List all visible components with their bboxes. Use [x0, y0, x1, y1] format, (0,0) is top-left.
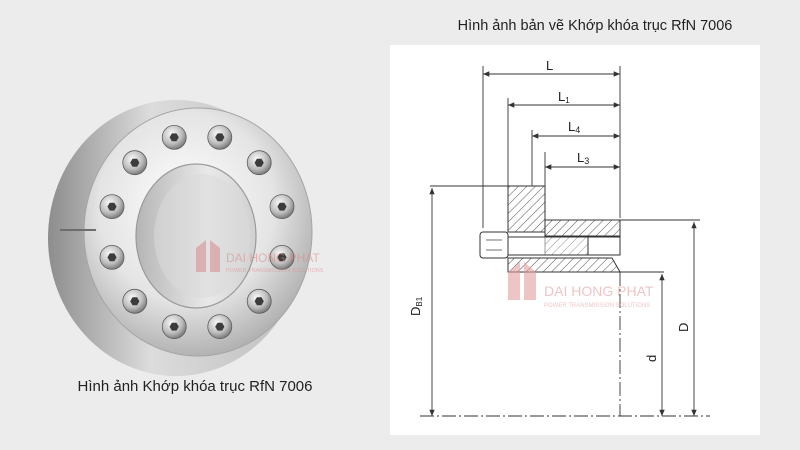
watermark-tagline: POWER TRANSMISSION SOLUTIONS: [226, 268, 324, 274]
bolt-head-photo: [122, 288, 148, 314]
bolt-head-photo: [99, 194, 125, 220]
bolt-head-photo: [246, 288, 272, 314]
product-photo-panel: DAI HONG PHAT POWER TRANSMISSION SOLUTIO…: [0, 0, 390, 450]
bolt-head-photo: [207, 124, 233, 150]
bolt-head-photo: [207, 314, 233, 340]
bolt-head-photo: [269, 194, 295, 220]
bolt-group: [99, 124, 295, 340]
drawing-title: Hình ảnh bản vẽ Khớp khóa trục RfN 7006: [457, 18, 733, 34]
bolt-head-photo: [161, 124, 187, 150]
watermark-brand: DAI HONG PHAT: [226, 251, 320, 265]
watermark-logo-mark: [196, 240, 220, 272]
bolt-head-photo: [99, 244, 125, 270]
bolt-head-photo: [161, 314, 187, 340]
locking-assembly-photo: DAI HONG PHAT POWER TRANSMISSION SOLUTIO…: [48, 100, 324, 376]
bolt-head-photo: [269, 244, 295, 270]
bore-inner-shade: [154, 174, 250, 298]
photo-caption: Hình ảnh Khớp khóa trục RfN 7006: [77, 378, 313, 395]
watermark-logo: DAI HONG PHAT POWER TRANSMISSION SOLUTIO…: [196, 240, 324, 274]
drawing-panel: [390, 45, 760, 435]
bolt-head-photo: [122, 150, 148, 176]
bolt-head-photo: [246, 150, 272, 176]
